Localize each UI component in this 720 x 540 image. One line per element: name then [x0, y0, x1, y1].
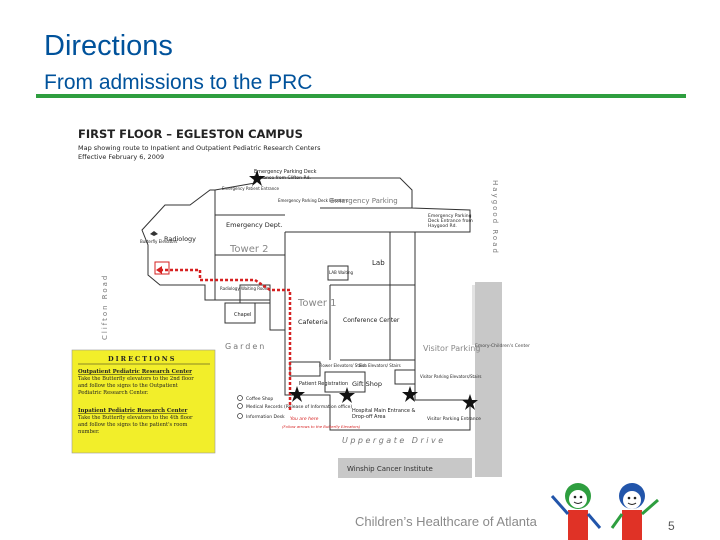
- outpatient-heading: Outpatient Pediatric Research Center: [78, 369, 192, 375]
- directions-box: [71, 349, 216, 454]
- deck-entrance-haygood-1: Emergency Parking: [428, 213, 472, 219]
- visitor-parking-entrance-label: Visitor Parking Entrance: [427, 416, 481, 422]
- directions-title: DIRECTIONS: [108, 355, 176, 363]
- page-number: 5: [668, 519, 675, 533]
- kids-logo: [550, 483, 659, 540]
- visitor-parking-elevators-label: Visitor Parking Elevators/Stairs: [420, 374, 481, 379]
- butterfly-elevator-box: [154, 261, 170, 275]
- building-outlines: [141, 177, 471, 431]
- drop-off-area-label: Drop-off Area: [352, 414, 386, 420]
- fish-elevators-label: Fish Elevators/ Stairs: [359, 363, 401, 368]
- lab-waiting-label: LAB Waiting: [329, 270, 354, 275]
- legend-information-desk: Information Desk: [246, 414, 285, 420]
- you-are-here-label: You are here: [290, 416, 319, 422]
- radiology-waiting-label: Radiology Waiting Room: [220, 286, 269, 291]
- emergency-deck-elevators-label: Emergency Parking Deck Elevators: [278, 198, 348, 203]
- star-icon: [402, 386, 418, 402]
- tower1-label: Tower 1: [297, 298, 337, 309]
- haygood-road-label: Haygood Road: [491, 180, 499, 255]
- emergency-patient-entrance-label: Emergency Patient Entrance: [222, 186, 279, 191]
- garden-label: Garden: [225, 342, 266, 351]
- emergency-parking-label: Emergency Parking: [330, 197, 398, 205]
- uppergate-drive-label: Uppergate Drive: [342, 436, 446, 445]
- radiology-label: Radiology: [164, 235, 196, 243]
- cafeteria-label: Cafeteria: [298, 318, 328, 326]
- legend-symbol-coffee: [237, 395, 243, 401]
- slide-subtitle: From admissions to the PRC: [44, 71, 313, 94]
- flower-elevators-label: Flower Elevators/ Stairs: [319, 363, 366, 368]
- map-description-2: Effective February 6, 2009: [78, 153, 164, 161]
- entrance-stars: [249, 170, 478, 410]
- conference-center-label: Conference Center: [343, 317, 400, 324]
- winship-label: Winship Cancer Institute: [347, 465, 433, 473]
- emory-childrens-label: Emory-Children's Center: [475, 343, 530, 349]
- patient-registration-label: Patient Registration: [299, 381, 348, 387]
- route-arrow-icon: [156, 266, 162, 274]
- footer-organization: Children’s Healthcare of Atlanta: [355, 514, 537, 529]
- star-icon: [462, 394, 478, 410]
- chapel-label: Chapel: [234, 312, 251, 318]
- kid-body-left: [568, 510, 588, 540]
- legend-medical-records: Medical Records (Release of Information …: [246, 404, 352, 410]
- deck-entrance-haygood-2: Deck Entrance from: [428, 218, 473, 224]
- star-icon: [339, 387, 355, 403]
- you-are-here-sub-label: (Follow arrows to the Butterfly Elevator…: [282, 424, 361, 429]
- inpatient-text-1: Take the Butterfly elevators to the 4th …: [78, 415, 193, 421]
- legend-coffee-shop: Coffee Shop: [246, 396, 273, 402]
- inpatient-text-3: number.: [78, 429, 100, 435]
- main-entrance-label: Hospital Main Entrance &: [352, 408, 416, 414]
- inpatient-text-2: and follow the signs to the patient's ro…: [78, 422, 188, 428]
- lab-label: Lab: [372, 259, 385, 267]
- title-rule: [36, 94, 686, 98]
- legend-symbol-info: [237, 413, 243, 419]
- map-heading: FIRST FLOOR – EGLESTON CAMPUS: [78, 127, 303, 141]
- inpatient-heading: Inpatient Pediatric Research Center: [78, 408, 187, 414]
- kid-body-right: [622, 510, 642, 540]
- map-description-1: Map showing route to Inpatient and Outpa…: [78, 144, 321, 152]
- gift-shop-label: Gift Shop: [352, 380, 382, 388]
- emergency-dept-label: Emergency Dept.: [226, 221, 282, 229]
- clifton-road-label: Clifton Road: [101, 274, 109, 340]
- map-legend: Coffee Shop Medical Records (Release of …: [237, 395, 352, 420]
- route-path: [160, 268, 292, 410]
- outpatient-text-3: Pediatric Research Center.: [78, 390, 149, 396]
- butterfly-elevators-label: Butterfly Elevators: [140, 239, 177, 244]
- legend-symbol-medical: [237, 403, 243, 409]
- visitor-parking-label: Visitor Parking: [423, 344, 480, 353]
- emory-childrens-block: [472, 285, 500, 345]
- outpatient-text-2: and follow the signs to the Outpatient: [78, 383, 179, 389]
- butterfly-icon: [150, 231, 158, 236]
- outpatient-text-1: Take the Butterfly elevators to the 2nd …: [78, 376, 194, 382]
- emergency-parking-deck-label: Emergency Parking Deck: [254, 169, 317, 175]
- star-icon: [289, 386, 305, 402]
- star-icon: [249, 170, 265, 186]
- tower2-label: Tower 2: [229, 244, 269, 255]
- road-bottom: [338, 458, 472, 478]
- emergency-parking-deck-sub-label: Entrance from Clifton Rd.: [254, 175, 311, 181]
- slide-title: Directions: [44, 30, 173, 62]
- deck-entrance-haygood-3: Haygood Rd.: [428, 223, 457, 229]
